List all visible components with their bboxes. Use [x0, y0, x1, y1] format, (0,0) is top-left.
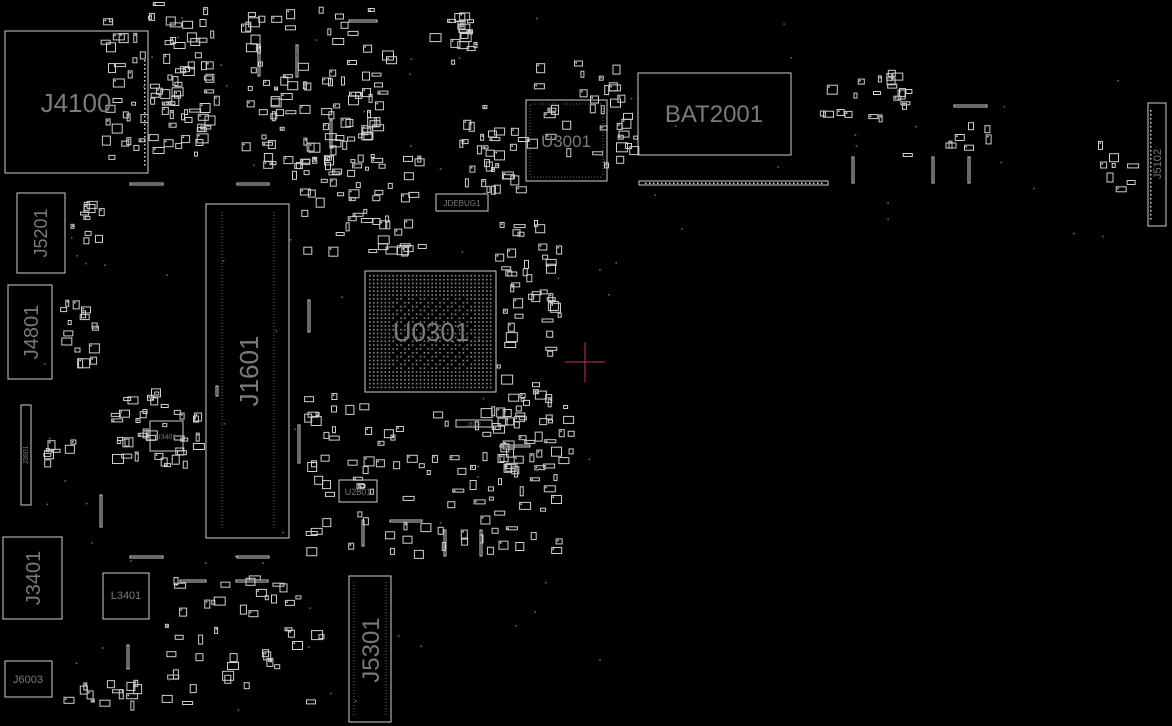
- component-bat2001[interactable]: BAT2001: [637, 72, 829, 186]
- component-u2801[interactable]: U2801: [338, 479, 378, 503]
- label-bat2001: BAT2001: [665, 101, 763, 128]
- component-jdebug1[interactable]: JDEBUG1: [435, 193, 489, 212]
- component-j3801[interactable]: J3801: [20, 404, 32, 506]
- component-j3102[interactable]: J3102: [455, 419, 493, 428]
- label-j3102: J3102: [467, 422, 481, 428]
- crosshair-cursor-icon: [565, 342, 605, 382]
- label-j6003: J6003: [13, 674, 43, 686]
- label-u2801: U2801: [345, 487, 372, 497]
- small-components-layer: [43, 2, 1152, 711]
- label-j5301: J5301: [358, 617, 385, 682]
- component-u3001[interactable]: U3001: [525, 99, 608, 182]
- component-u0301[interactable]: U0301: [364, 270, 497, 393]
- label-u3401: U3401: [156, 434, 177, 441]
- component-j1601[interactable]: J1601: [205, 203, 290, 539]
- component-l3401[interactable]: L3401: [102, 572, 150, 620]
- component-j5301[interactable]: J5301: [348, 575, 392, 723]
- component-j3401[interactable]: J3401: [2, 536, 63, 620]
- label-u3001: U3001: [541, 132, 591, 151]
- component-j5201[interactable]: J5201: [16, 192, 66, 274]
- u0301-ball-grid: [369, 275, 492, 389]
- component-u3401[interactable]: U3401: [149, 420, 184, 452]
- label-l3401: L3401: [111, 590, 142, 602]
- label-j3801: J3801: [23, 445, 30, 464]
- label-j3401: J3401: [23, 551, 45, 606]
- component-j6003[interactable]: J6003: [4, 660, 53, 698]
- component-j4801[interactable]: J4801: [7, 284, 53, 380]
- label-jdebug1: JDEBUG1: [444, 199, 481, 208]
- label-u0301: U0301: [393, 317, 470, 347]
- label-j5102: J5102: [1152, 149, 1164, 179]
- via-layer: [44, 17, 1119, 711]
- label-j4801: J4801: [21, 305, 43, 360]
- label-j4100: J4100: [41, 88, 112, 118]
- label-j5201: J5201: [31, 208, 51, 257]
- component-j4100[interactable]: J4100: [4, 30, 149, 174]
- label-j1601: J1601: [234, 336, 264, 407]
- component-j5102[interactable]: J5102: [1147, 102, 1167, 227]
